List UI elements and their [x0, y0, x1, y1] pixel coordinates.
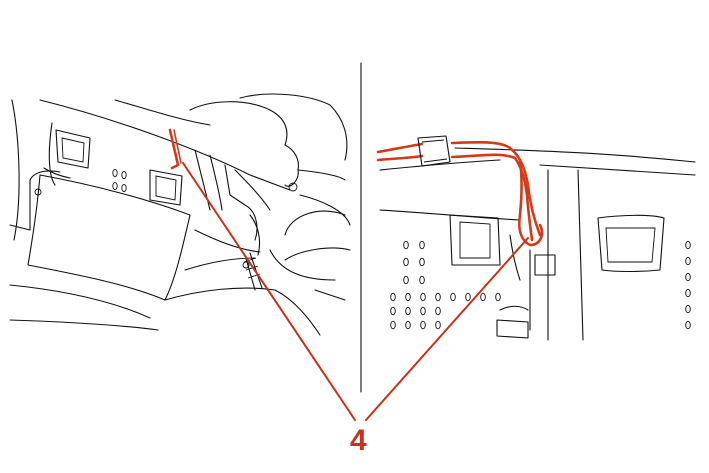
perforation-hole	[405, 306, 411, 316]
perforation-hole	[390, 320, 396, 330]
perforation-hole	[685, 288, 691, 298]
callout-label: 4	[350, 424, 367, 457]
perforation-hole	[480, 292, 486, 302]
perforation-hole	[685, 272, 691, 282]
perforation-pattern	[390, 240, 691, 330]
perforation-hole	[495, 292, 501, 302]
perforation-hole	[435, 306, 441, 316]
perforation-hole	[685, 240, 691, 250]
perforation-hole	[419, 257, 425, 267]
perforation-hole	[419, 240, 425, 250]
perforation-hole	[435, 320, 441, 330]
right-panel-console-view	[376, 135, 696, 341]
left-panel-under-dash-view	[9, 93, 351, 336]
perforation-hole	[403, 275, 409, 285]
perforation-hole	[420, 306, 426, 316]
cable-left	[168, 128, 180, 170]
perforation-hole	[420, 292, 426, 302]
perforation-hole	[405, 320, 411, 330]
cable-tie	[417, 135, 451, 167]
perforation-hole	[390, 292, 396, 302]
perforation-hole	[405, 292, 411, 302]
perforation-hole	[435, 292, 441, 302]
perforation-hole	[465, 292, 471, 302]
perforation-hole	[685, 256, 691, 266]
perforation-hole	[450, 292, 456, 302]
callout-4: 4	[182, 162, 529, 457]
perforation-hole	[685, 304, 691, 314]
perforation-hole	[419, 275, 425, 285]
perforation-hole	[403, 257, 409, 267]
perforation-hole	[685, 320, 691, 330]
perforation-hole	[420, 320, 426, 330]
perforation-hole	[403, 240, 409, 250]
perforation-hole	[390, 306, 396, 316]
